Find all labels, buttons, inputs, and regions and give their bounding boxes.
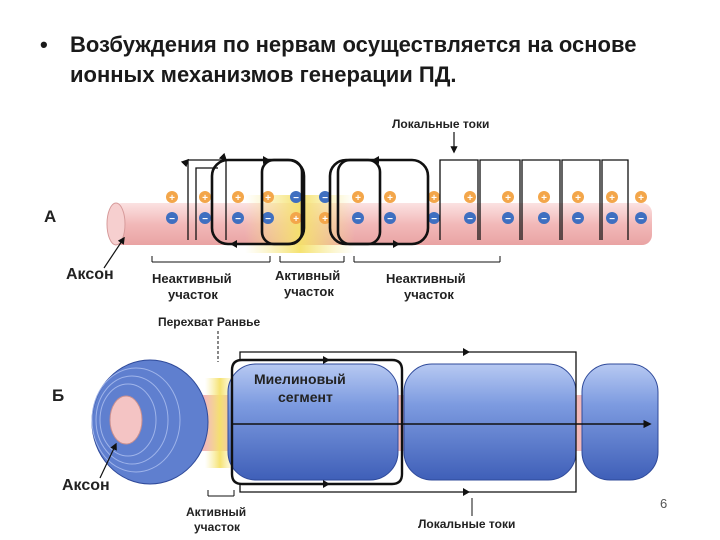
current-arrowheads-a [230, 156, 400, 248]
inactive-left-label-1: Неактивный [152, 271, 232, 286]
plus-ion-sign: + [387, 193, 393, 204]
plus-ion-sign: + [467, 193, 473, 204]
ion-row-top: + + + + − − + + + + + + + + + [166, 191, 647, 204]
current-loops-b-thin [239, 351, 577, 493]
local-currents-label-b: Локальные токи [418, 517, 515, 531]
myelin-segment-label-1: Миелиновый [254, 371, 346, 387]
myelin-segment-1 [227, 363, 399, 481]
myelin-roll [91, 359, 209, 485]
inactive-right-label-2: участок [404, 287, 454, 302]
plus-ion-sign: + [431, 193, 437, 204]
myelin-segment-3 [581, 363, 659, 481]
myelin-segment-2 [403, 363, 577, 481]
minus-ion-sign: − [387, 214, 393, 225]
current-arrowheads-b [323, 348, 470, 496]
minus-ion-sign: − [431, 214, 437, 225]
minus-ion-sign: − [355, 214, 361, 225]
plus-ion-sign: + [505, 193, 511, 204]
ion-row-bottom: − − − − + + − − − − − − − − − [166, 212, 647, 225]
axon-pointer-a [103, 236, 125, 269]
plus-ion-sign: + [355, 193, 361, 204]
plus-ion-sign: + [202, 193, 208, 204]
axon-label-b: Аксон [62, 477, 110, 494]
minus-ion-sign: − [202, 214, 208, 225]
plus-ion-sign: + [235, 193, 241, 204]
plus-ion-sign: + [609, 193, 615, 204]
region-brackets-a [151, 256, 501, 263]
axon-pointer-b [99, 442, 117, 479]
active-label-b-2: участок [194, 520, 241, 534]
diagram-a-letter: А [44, 207, 56, 226]
minus-ion-sign: − [638, 214, 644, 225]
minus-ion-sign: − [235, 214, 241, 225]
current-loops-b [230, 358, 404, 486]
axon-tube-a [112, 203, 652, 245]
axon-end-a [106, 202, 126, 246]
minus-ion-sign: − [505, 214, 511, 225]
diagram-a: А Локальные токи + + + + − − + + + + + + + + + [44, 117, 652, 302]
plus-ion-sign: + [575, 193, 581, 204]
minus-ion-sign: − [322, 193, 328, 204]
axon-label-a: Аксон [66, 266, 114, 283]
page-number: 6 [660, 496, 668, 511]
local-currents-label-a: Локальные токи [392, 117, 489, 131]
minus-ion-sign: − [575, 214, 581, 225]
inactive-right-label-1: Неактивный [386, 271, 466, 286]
plus-ion-sign: + [265, 193, 271, 204]
active-label-a-1: Активный [275, 268, 340, 283]
active-bracket-b [207, 490, 235, 497]
current-loops-a [180, 152, 629, 240]
minus-ion-sign: − [265, 214, 271, 225]
plus-ion-sign: + [169, 193, 175, 204]
plus-ion-sign: + [541, 193, 547, 204]
node-of-ranvier-label: Перехват Ранвье [158, 315, 260, 329]
plus-ion-sign: + [293, 214, 299, 225]
title-text: Возбуждения по нервам осуществляется на … [70, 32, 637, 87]
minus-ion-sign: − [541, 214, 547, 225]
active-label-b-1: Активный [186, 505, 246, 519]
slide-title: • Возбуждения по нервам осуществляется н… [40, 30, 700, 90]
diagram-b-letter: Б [52, 386, 64, 405]
active-label-a-2: участок [284, 284, 334, 299]
diagram-b: Б Перехват Ранвье [52, 315, 659, 534]
minus-ion-sign: − [609, 214, 615, 225]
minus-ion-sign: − [293, 193, 299, 204]
minus-ion-sign: − [169, 214, 175, 225]
inactive-left-label-2: участок [168, 287, 218, 302]
myelin-segment-label-2: сегмент [278, 389, 333, 405]
minus-ion-sign: − [467, 214, 473, 225]
plus-ion-sign: + [322, 214, 328, 225]
ions-a: + + + + − − + + + + + + + + + − − − − + + − − − − − − − − − [166, 191, 647, 225]
plus-ion-sign: + [638, 193, 644, 204]
title-bullet: • [40, 32, 48, 57]
